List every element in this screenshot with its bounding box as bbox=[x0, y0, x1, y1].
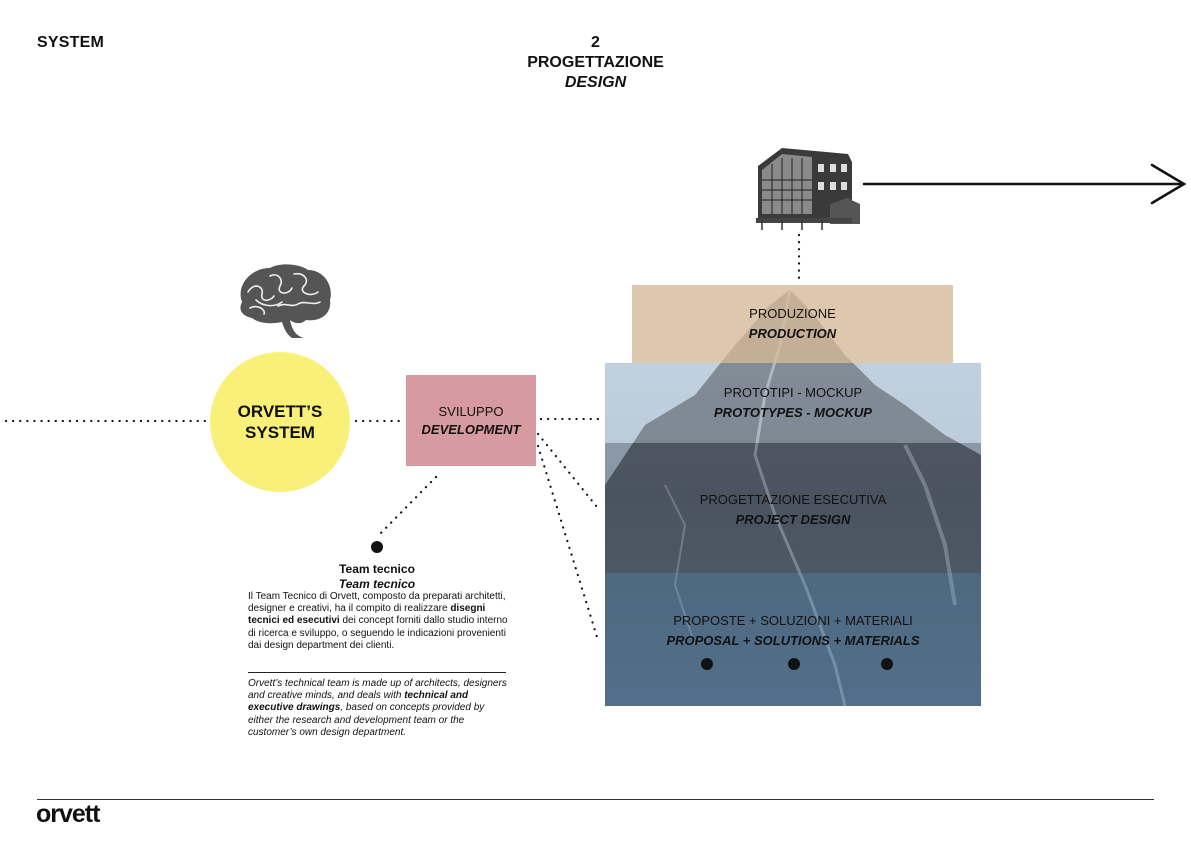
team-title-it: Team tecnico bbox=[339, 562, 415, 576]
factory-building-icon bbox=[756, 148, 860, 230]
system-line1: ORVETT’S bbox=[237, 402, 323, 421]
stage-prototypes: PROTOTIPI - MOCKUP PROTOTYPES - MOCKUP bbox=[605, 383, 981, 423]
team-text-it-part2: dei concept forniti dallo studio interno… bbox=[248, 615, 508, 651]
team-text-en-part1: Orvett’s technical team is made up of ar… bbox=[248, 678, 507, 702]
team-divider bbox=[248, 672, 506, 673]
stage-prototypes-en: PROTOTYPES - MOCKUP bbox=[714, 405, 872, 420]
system-line2: SYSTEM bbox=[245, 423, 315, 442]
stage-production-it: PRODUZIONE bbox=[749, 306, 836, 321]
header-title-en: DESIGN bbox=[564, 74, 627, 91]
brain-icon bbox=[240, 264, 331, 338]
team-dot bbox=[371, 541, 383, 553]
team-text-en-part2: , based on concepts provided by either t… bbox=[248, 702, 485, 738]
stage-proposals-en: PROPOSAL + SOLUTIONS + MATERIALS bbox=[666, 633, 920, 648]
page-header: 2 PROGETTAZIONE DESIGN bbox=[0, 33, 1191, 93]
team-text-en-bold: technical and executive drawings bbox=[248, 690, 469, 714]
footer-divider bbox=[37, 799, 1154, 800]
team-description-it: Il Team Tecnico di Orvett, composto da p… bbox=[248, 591, 510, 652]
team-title: Team tecnico Team tecnico bbox=[300, 562, 454, 592]
proposal-dot-1 bbox=[701, 658, 713, 670]
development-node: SVILUPPO DEVELOPMENT bbox=[406, 375, 536, 466]
development-it: SVILUPPO bbox=[438, 403, 504, 419]
header-title-it: PROGETTAZIONE bbox=[527, 54, 664, 71]
mountain-image bbox=[605, 289, 981, 706]
team-title-en: Team tecnico bbox=[338, 577, 416, 591]
stage-prototypes-it: PROTOTIPI - MOCKUP bbox=[723, 385, 863, 400]
arrow-right-icon bbox=[862, 163, 1187, 205]
proposal-dot-3 bbox=[881, 658, 893, 670]
stage-production: PRODUZIONE PRODUCTION bbox=[632, 285, 953, 363]
orvett-logo: orvett bbox=[36, 800, 100, 828]
stage-proposals-it: PROPOSTE + SOLUZIONI + MATERIALI bbox=[673, 613, 913, 628]
stage-project-design: PROGETTAZIONE ESECUTIVA PROJECT DESIGN bbox=[605, 490, 981, 530]
stage-project-design-en: PROJECT DESIGN bbox=[735, 512, 851, 527]
section-label: SYSTEM bbox=[37, 34, 104, 51]
team-text-it-part1: Il Team Tecnico di Orvett, composto da p… bbox=[248, 591, 506, 615]
development-en: DEVELOPMENT bbox=[421, 421, 521, 437]
proposal-dot-2 bbox=[788, 658, 800, 670]
header-number: 2 bbox=[591, 34, 600, 51]
stage-production-en: PRODUCTION bbox=[748, 326, 837, 341]
team-text-it-bold: disegni tecnici ed esecutivi bbox=[248, 603, 486, 627]
stage-project-design-it: PROGETTAZIONE ESECUTIVA bbox=[699, 492, 887, 507]
team-description-en: Orvett’s technical team is made up of ar… bbox=[248, 678, 510, 739]
orvett-system-node: ORVETT’S SYSTEM bbox=[210, 352, 350, 492]
stage-proposals: PROPOSTE + SOLUZIONI + MATERIALI PROPOSA… bbox=[605, 611, 981, 651]
